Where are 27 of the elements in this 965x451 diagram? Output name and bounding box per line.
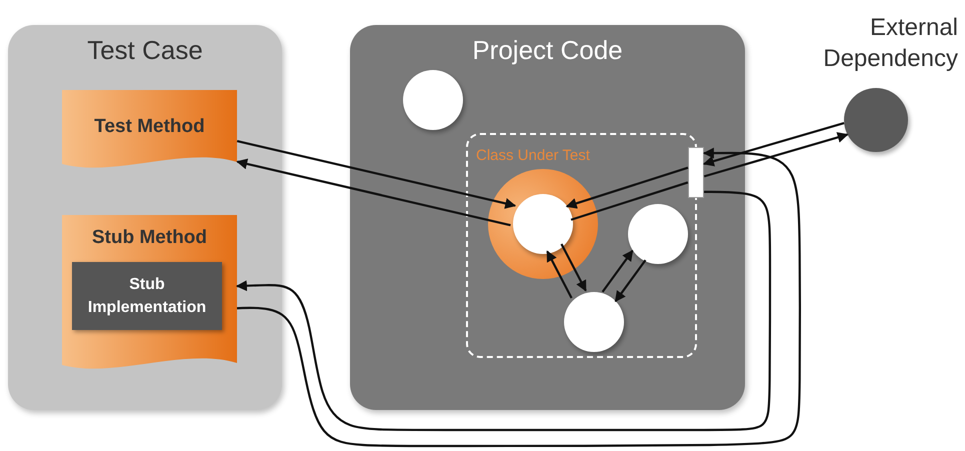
group-panel [350,25,745,410]
implementation-box [72,262,222,330]
arrow [236,148,802,448]
interceptor-bar [688,147,704,198]
dashed-boundary [466,133,697,358]
node-label: Stub Implementation [87,274,207,318]
arrow [566,166,688,209]
arrow [602,250,634,293]
arrow [546,250,573,299]
node-label: Stub Method [92,227,208,249]
group-panel [8,25,282,410]
node-label: Class Under Test [476,147,590,164]
component-circle [628,204,688,264]
node-label: Test Method [94,116,205,138]
connector-line [570,181,688,221]
component-circle [403,70,463,130]
arrow [704,132,848,178]
arrow [560,243,587,292]
node-label: External Dependency [822,13,958,74]
arrow [614,259,646,302]
arrow [236,158,511,226]
component-circle [564,292,624,352]
arrow [236,190,772,432]
node-label: Project Code [472,35,623,66]
arrow [236,140,516,209]
arrow [702,122,844,166]
node-label: Test Case [87,35,203,66]
